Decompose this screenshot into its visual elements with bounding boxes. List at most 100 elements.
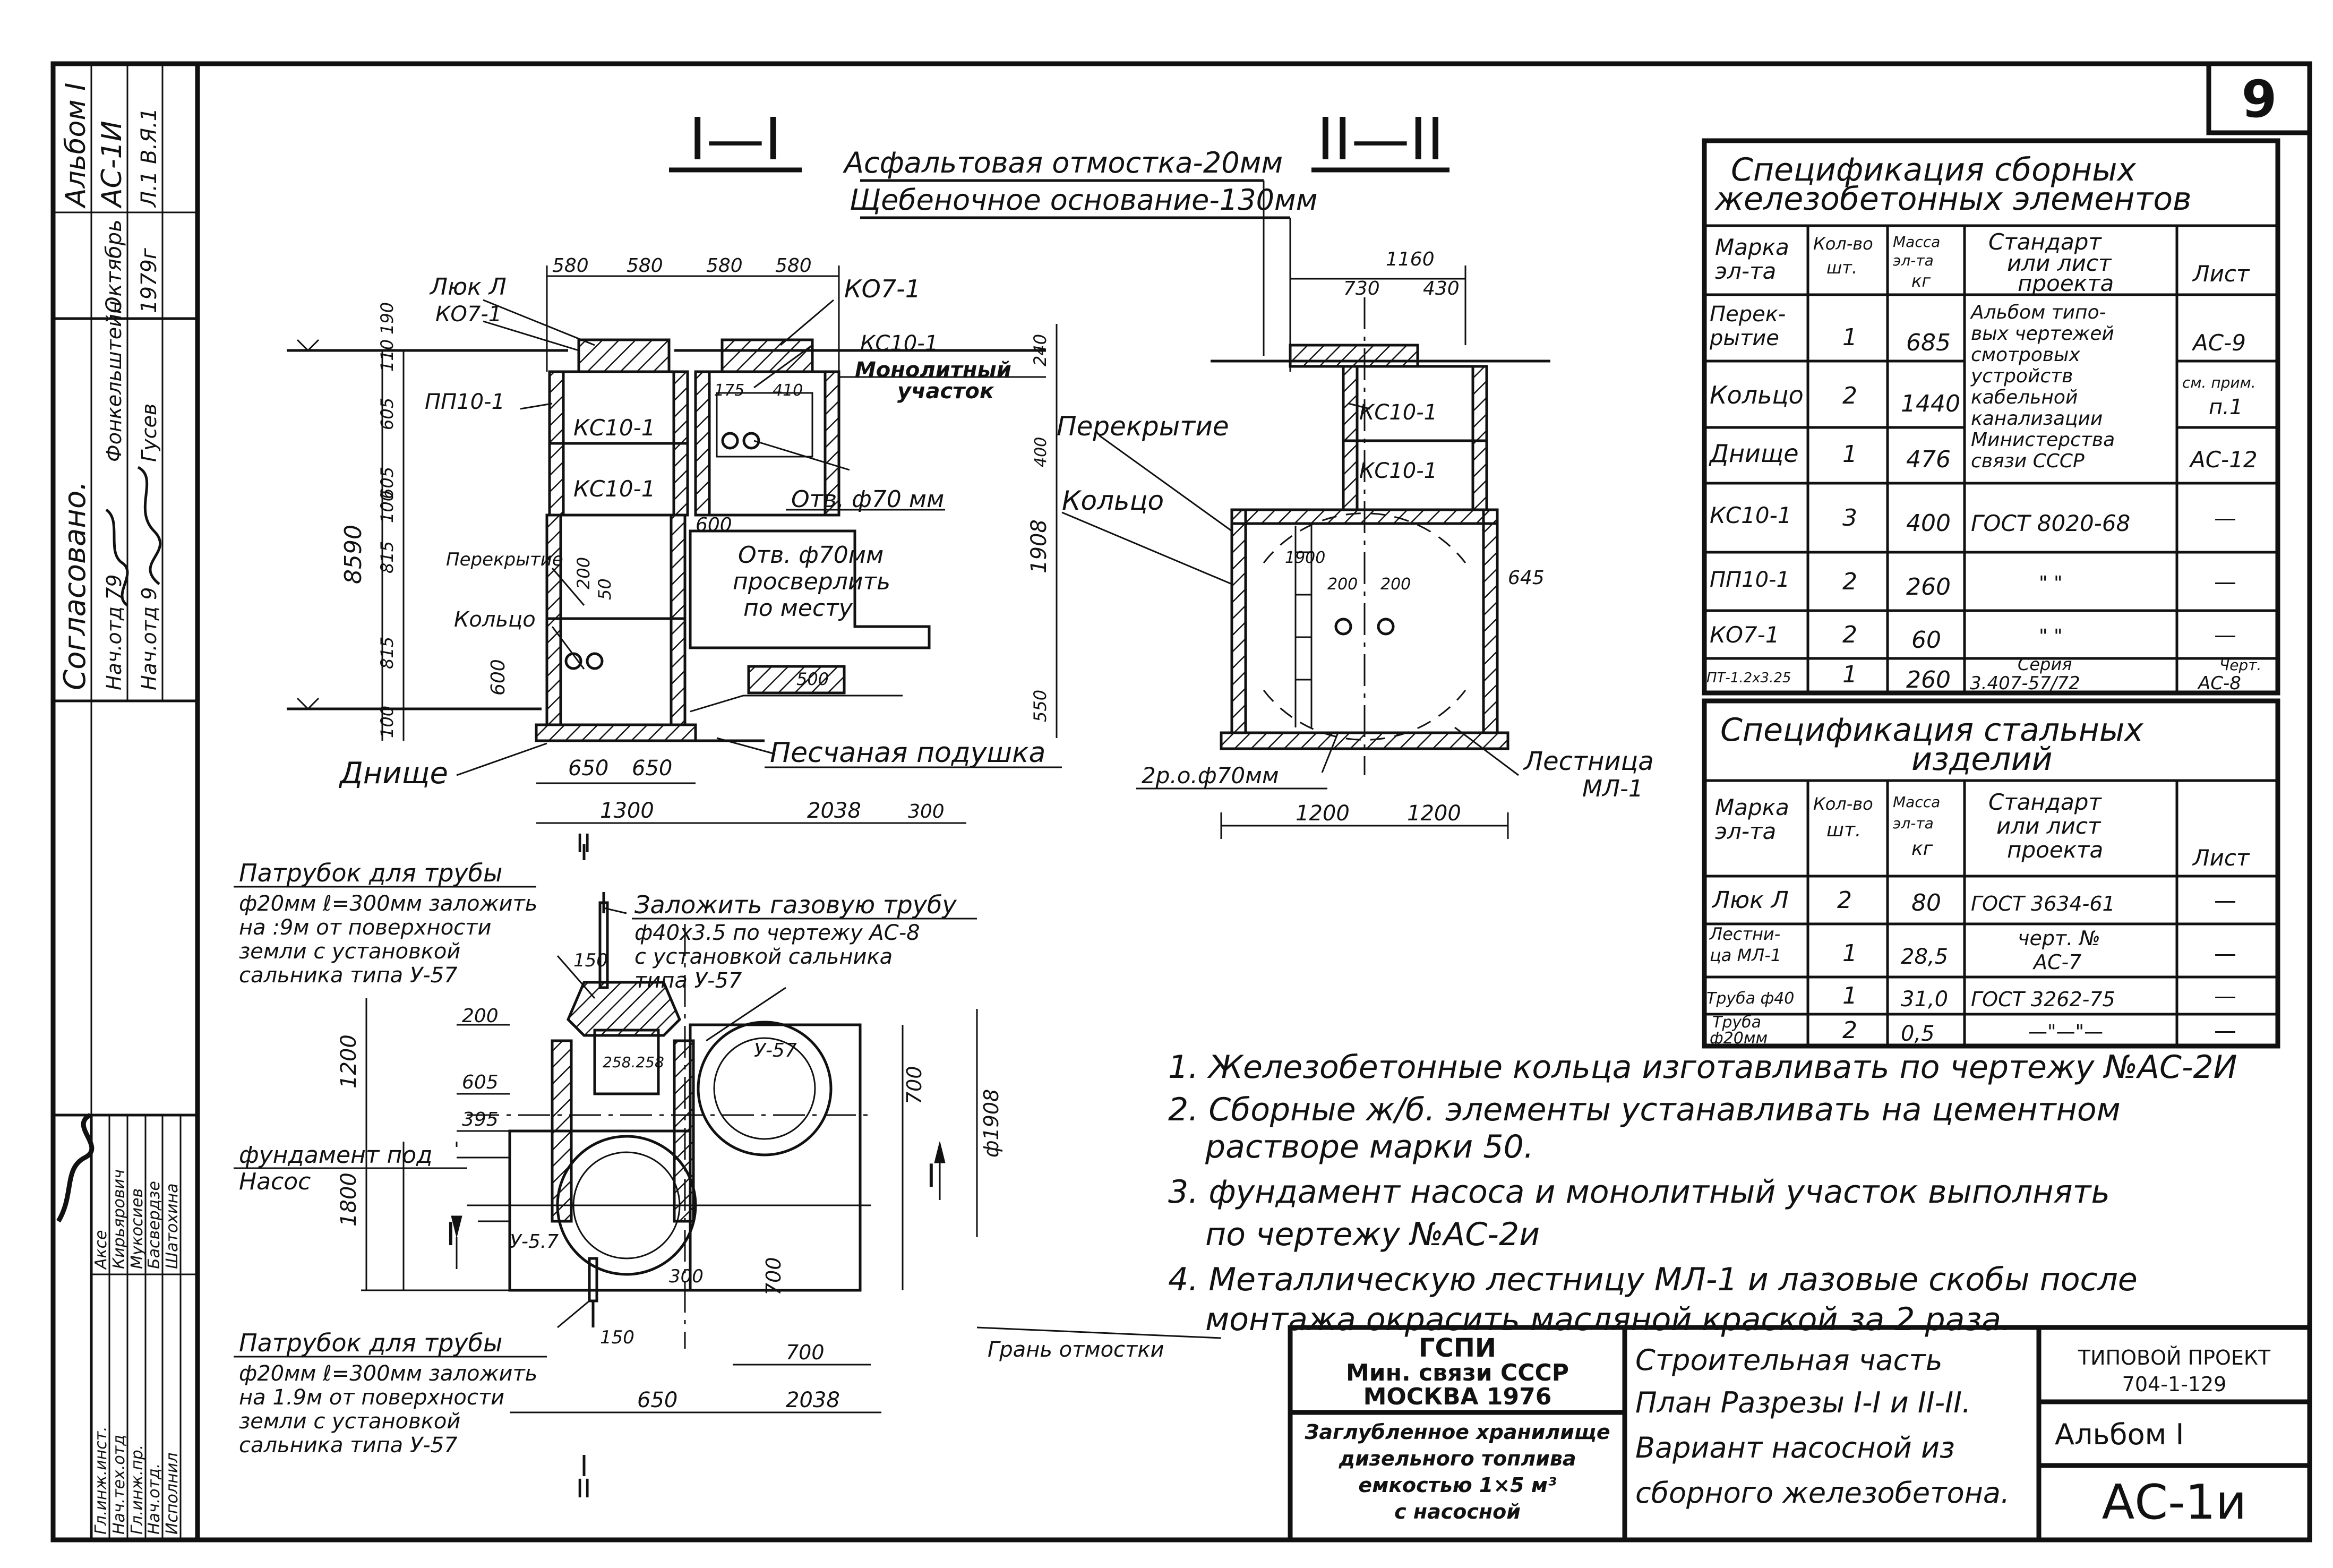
plan-pipe1-l3: на :9м от поверхности — [239, 915, 491, 940]
plan-sec2: II — [576, 829, 591, 859]
spec1-title-l1: Спецификация сборных — [1731, 151, 2137, 188]
spec1-r1-std-l5: кабельной — [1971, 387, 2078, 408]
spec1-h-std3: проекта — [2018, 270, 2114, 296]
tb-obj2: дизельного топлива — [1338, 1447, 1576, 1470]
signature-3 — [56, 1112, 95, 1223]
tb-part4: сборного железобетона. — [1635, 1476, 2010, 1510]
dim-1900: 1900 — [1285, 549, 1325, 567]
title-block: ГСПИ Мин. связи СССР МОСКВА 1976 Заглубл… — [1288, 1325, 2312, 1543]
spec1-h-std2: или лист — [2007, 250, 2112, 276]
spec2-h-mark: Марка — [1715, 794, 1789, 820]
spec1-r6-qty: 2 — [1842, 621, 1857, 648]
plan-gas-l3: с установкой сальника — [634, 945, 893, 969]
spec2-h-mark2: эл-та — [1715, 818, 1776, 844]
spec2-r1-qty: 2 — [1837, 887, 1852, 914]
tb-code: АС-1и — [2102, 1475, 2247, 1530]
spec1-r1-mark: Перек- — [1710, 302, 1786, 327]
plan-dim-1200: 1200 — [337, 1034, 361, 1089]
dim-600: 600 — [696, 514, 732, 536]
dim-100: 100 — [377, 491, 397, 523]
spec2-r4-mark-l1: Труба — [1712, 1013, 1761, 1032]
spec1-r1-std-l7: Министерства — [1971, 429, 2115, 451]
note-4b: монтажа окрасить масляной краской за 2 р… — [1205, 1301, 2011, 1338]
note-2: 2. Сборные ж/б. элементы устанавливать н… — [1168, 1091, 2121, 1128]
plan-sec1b: I — [927, 1158, 936, 1195]
dim-430: 430 — [1423, 278, 1460, 299]
spec2-r1-mass: 80 — [1911, 889, 1941, 916]
dim-175: 175 — [714, 381, 744, 400]
plan-dim-150: 150 — [573, 950, 608, 971]
stamp-row-3-name: Мукосиев — [128, 1188, 147, 1269]
plan-pipe2-title: Патрубок для трубы — [239, 1329, 502, 1357]
note-2b: растворе марки 50. — [1205, 1128, 1534, 1166]
spec2-r4-sheet: — — [2214, 1017, 2236, 1043]
stamp-row-5-role: Исполнил — [163, 1453, 182, 1535]
dim-580-b: 580 — [627, 255, 663, 277]
dim-815-b: 815 — [377, 637, 397, 669]
dim-650-a: 650 — [568, 756, 608, 781]
s2-label-ks101a: КС10-1 — [1359, 400, 1437, 425]
dim-50: 50 — [595, 578, 615, 600]
spec1-r1-mark2: рытие — [1709, 326, 1779, 350]
spec1-h-qty2: шт. — [1826, 258, 1857, 278]
s2-label-ks101b: КС10-1 — [1359, 459, 1437, 483]
plan-pump2: Насос — [239, 1168, 311, 1195]
section-1-labels: Асфальтовая отмостка-20мм Щебеночное осн… — [338, 146, 1317, 791]
note-4: 4. Металлическую лестницу МЛ-1 и лазовые… — [1168, 1261, 2138, 1298]
s2-label-ring: Кольцо — [1062, 485, 1164, 516]
strip-agreed: Согласовано. — [58, 481, 92, 690]
s2-label-ladder: Лестница — [1523, 747, 1654, 776]
spec1-r2-sheet-l2: п.1 — [2209, 395, 2243, 419]
spec1-r1-std-l1: Альбом типо- — [1970, 302, 2106, 323]
section-2-drawing — [1061, 265, 1550, 839]
spec1-r7-std-l1: Серия — [2018, 654, 2072, 674]
spec1-h-mass: Масса — [1893, 233, 1940, 251]
spec1-r7-mark: ПТ-1.2х3.25 — [1706, 670, 1791, 686]
spec1-r7-sheet-l2: АС-8 — [2197, 673, 2241, 694]
plan-pipe1-l4: земли с установкой — [239, 939, 460, 964]
spec1-r2-mass: 1440 — [1901, 390, 1960, 417]
spec2-h-qty: Кол-во — [1813, 794, 1873, 814]
spec1-r5-qty: 2 — [1842, 568, 1857, 595]
spec2-r3-std: ГОСТ 3262-75 — [1971, 988, 2115, 1011]
plan-drawing — [361, 844, 1222, 1476]
s2-label-holes: 2р.о.ф70мм — [1142, 762, 1279, 789]
tb-org3: МОСКВА 1976 — [1363, 1383, 1552, 1410]
spec2-h-mass2: эл-та — [1893, 815, 1934, 832]
spec1-r4-qty: 3 — [1842, 504, 1857, 532]
spec1-r7-qty: 1 — [1842, 661, 1857, 688]
plan-dim-1800: 1800 — [337, 1172, 361, 1227]
plan-pipe2-l4: земли с установкой — [239, 1409, 460, 1434]
plan-pipe2-l3: на 1.9м от поверхности — [239, 1385, 504, 1410]
section-2-labels: Перекрытие Кольцо КС10-1 КС10-1 2р.о.ф70… — [1057, 400, 1654, 802]
spec2-h-std2: или лист — [1996, 813, 2102, 839]
spec1-r2-sheet-l1: см. прим. — [2182, 374, 2256, 391]
spec1-r2-mark: Кольцо — [1710, 381, 1804, 409]
dim-200-s2b: 200 — [1380, 575, 1411, 594]
spec1-r6-std: " " — [2039, 626, 2063, 647]
plan-dim-395: 395 — [462, 1109, 499, 1130]
spec-steel-table: Спецификация стальных изделий Марка эл-т… — [1702, 698, 2280, 1049]
plan-dim-300: 300 — [669, 1266, 704, 1287]
dim-730: 730 — [1343, 278, 1380, 299]
dim-1200-b: 1200 — [1407, 801, 1461, 826]
spec2-title-l2: изделий — [1911, 741, 2053, 778]
dim-580-a: 580 — [552, 255, 589, 277]
tb-part2: План Разрезы I-I и II-II. — [1635, 1386, 1971, 1419]
strip-month: Октябрь — [102, 219, 126, 313]
dim-550: 550 — [1030, 690, 1050, 722]
plan-pump: фундамент под — [239, 1142, 433, 1169]
spec1-r1-std-l6: канализации — [1971, 408, 2103, 430]
plan-dim-605: 605 — [462, 1072, 499, 1093]
tb-project-label: ТИПОВОЙ ПРОЕКТ — [2078, 1346, 2271, 1369]
stamp-row-2-name: Кирьярович — [110, 1169, 128, 1269]
spec2-r4-qty: 2 — [1842, 1017, 1857, 1044]
spec2-h-mass: Масса — [1893, 793, 1940, 811]
section2-title: II—II — [1317, 105, 1444, 173]
label-drill: просверлить — [733, 568, 890, 595]
spec2-r2-std-l1: черт. № — [2018, 927, 2100, 950]
tb-org1: ГСПИ — [1419, 1333, 1496, 1363]
spec1-r6-mark: КО7-1 — [1710, 622, 1779, 648]
spec1-r5-sheet: — — [2214, 569, 2236, 595]
